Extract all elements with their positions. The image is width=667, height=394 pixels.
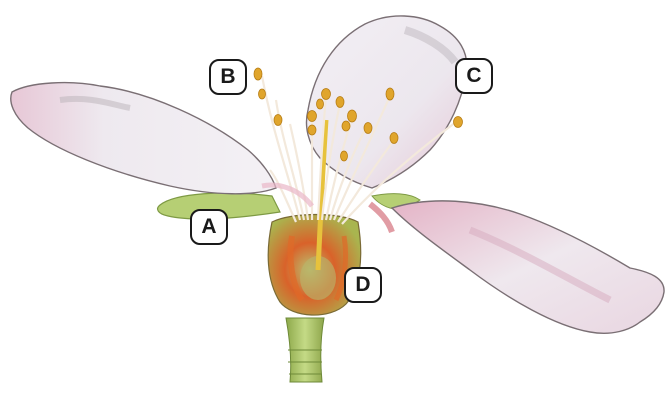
label-a: A bbox=[190, 209, 228, 245]
label-c: C bbox=[455, 58, 493, 94]
label-d: D bbox=[344, 267, 382, 303]
petal-right bbox=[392, 201, 664, 333]
petal-left bbox=[11, 83, 276, 194]
label-b: B bbox=[209, 59, 247, 95]
